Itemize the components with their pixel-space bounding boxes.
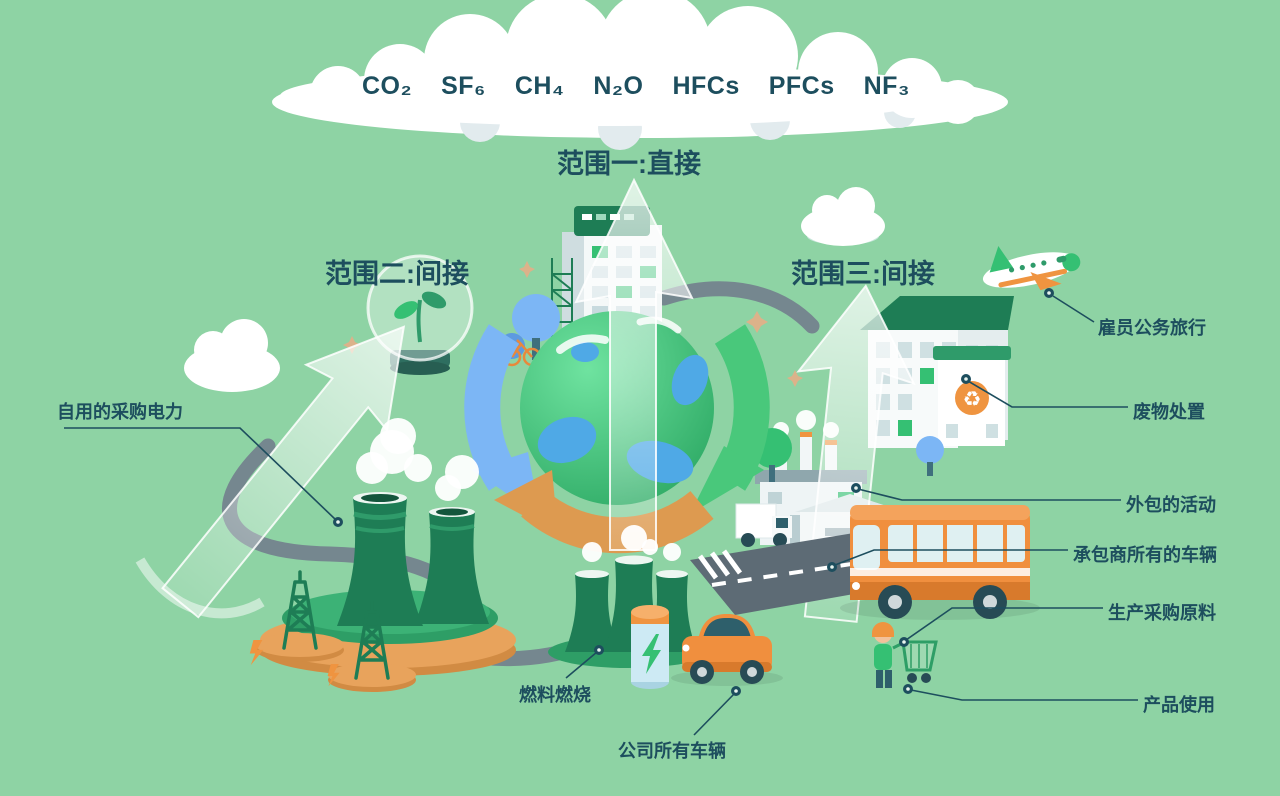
sparkles xyxy=(343,261,803,387)
recycle-badge xyxy=(955,381,989,415)
transmission-towers xyxy=(249,570,416,692)
recycle-building: ♻ xyxy=(933,346,1011,446)
bus xyxy=(840,505,1040,620)
scope1-title: 范围一:直接 xyxy=(557,149,701,179)
gas-label-nf3: NF₃ xyxy=(863,72,910,100)
helmet-icon xyxy=(872,622,894,637)
gas-label-sf6: SF₆ xyxy=(441,72,486,100)
label-waste-disposal: 废物处置 xyxy=(1133,402,1205,422)
energy-bolt-icon xyxy=(642,634,661,674)
scope1-arrow xyxy=(574,177,694,551)
gas-label-co2: CO₂ xyxy=(362,72,413,100)
truck xyxy=(735,503,792,547)
label-product-use: 产品使用 xyxy=(1143,695,1215,715)
cloud-small-left xyxy=(184,319,280,392)
gas-label-hfcs: HFCs xyxy=(672,72,740,100)
label-purchased-materials: 生产采购原料 xyxy=(1108,603,1216,623)
power-plant xyxy=(260,418,516,676)
shopping-cart xyxy=(892,640,938,672)
label-outsourced-activities: 外包的活动 xyxy=(1126,495,1216,515)
gas-label-pfcs: PFCs xyxy=(768,72,835,100)
label-employee-travel: 雇员公务旅行 xyxy=(1098,318,1206,338)
gas-cloud-banner xyxy=(272,0,1008,150)
recycle-icon: ♻ xyxy=(963,388,982,411)
scaffold xyxy=(551,258,573,338)
label-purchased-electricity: 自用的采购电力 xyxy=(57,402,183,422)
gas-label-ch4: CH₄ xyxy=(514,72,565,100)
cooling-tower-large-2 xyxy=(415,507,489,624)
leader-lines xyxy=(64,295,1138,736)
label-contractor-vehicles: 承包商所有的车辆 xyxy=(1073,545,1217,565)
scope3-title: 范围三:间接 xyxy=(791,259,935,289)
label-company-vehicles: 公司所有车辆 xyxy=(618,741,726,761)
cloud-small-right xyxy=(801,187,885,246)
airplane xyxy=(982,246,1081,291)
cooling-tower-large-1 xyxy=(337,492,423,626)
crosswalk xyxy=(697,549,743,580)
gas-label-n2o: N₂O xyxy=(593,72,644,100)
scope2-title: 范围二:间接 xyxy=(325,259,469,289)
blue-cycle-arrow xyxy=(464,324,520,491)
car xyxy=(671,614,783,686)
fuel-cell xyxy=(631,605,669,689)
scope2-arrow xyxy=(161,325,406,619)
worker-with-cart xyxy=(872,622,938,688)
wind-swirl xyxy=(135,557,265,619)
gas-labels-row: CO₂ SF₆ CH₄ N₂O HFCs PFCs NF₃ xyxy=(362,72,910,101)
blue-tree-right xyxy=(916,436,944,464)
leader-dots xyxy=(333,288,1054,696)
label-fuel-combustion: 燃料燃烧 xyxy=(519,685,591,705)
